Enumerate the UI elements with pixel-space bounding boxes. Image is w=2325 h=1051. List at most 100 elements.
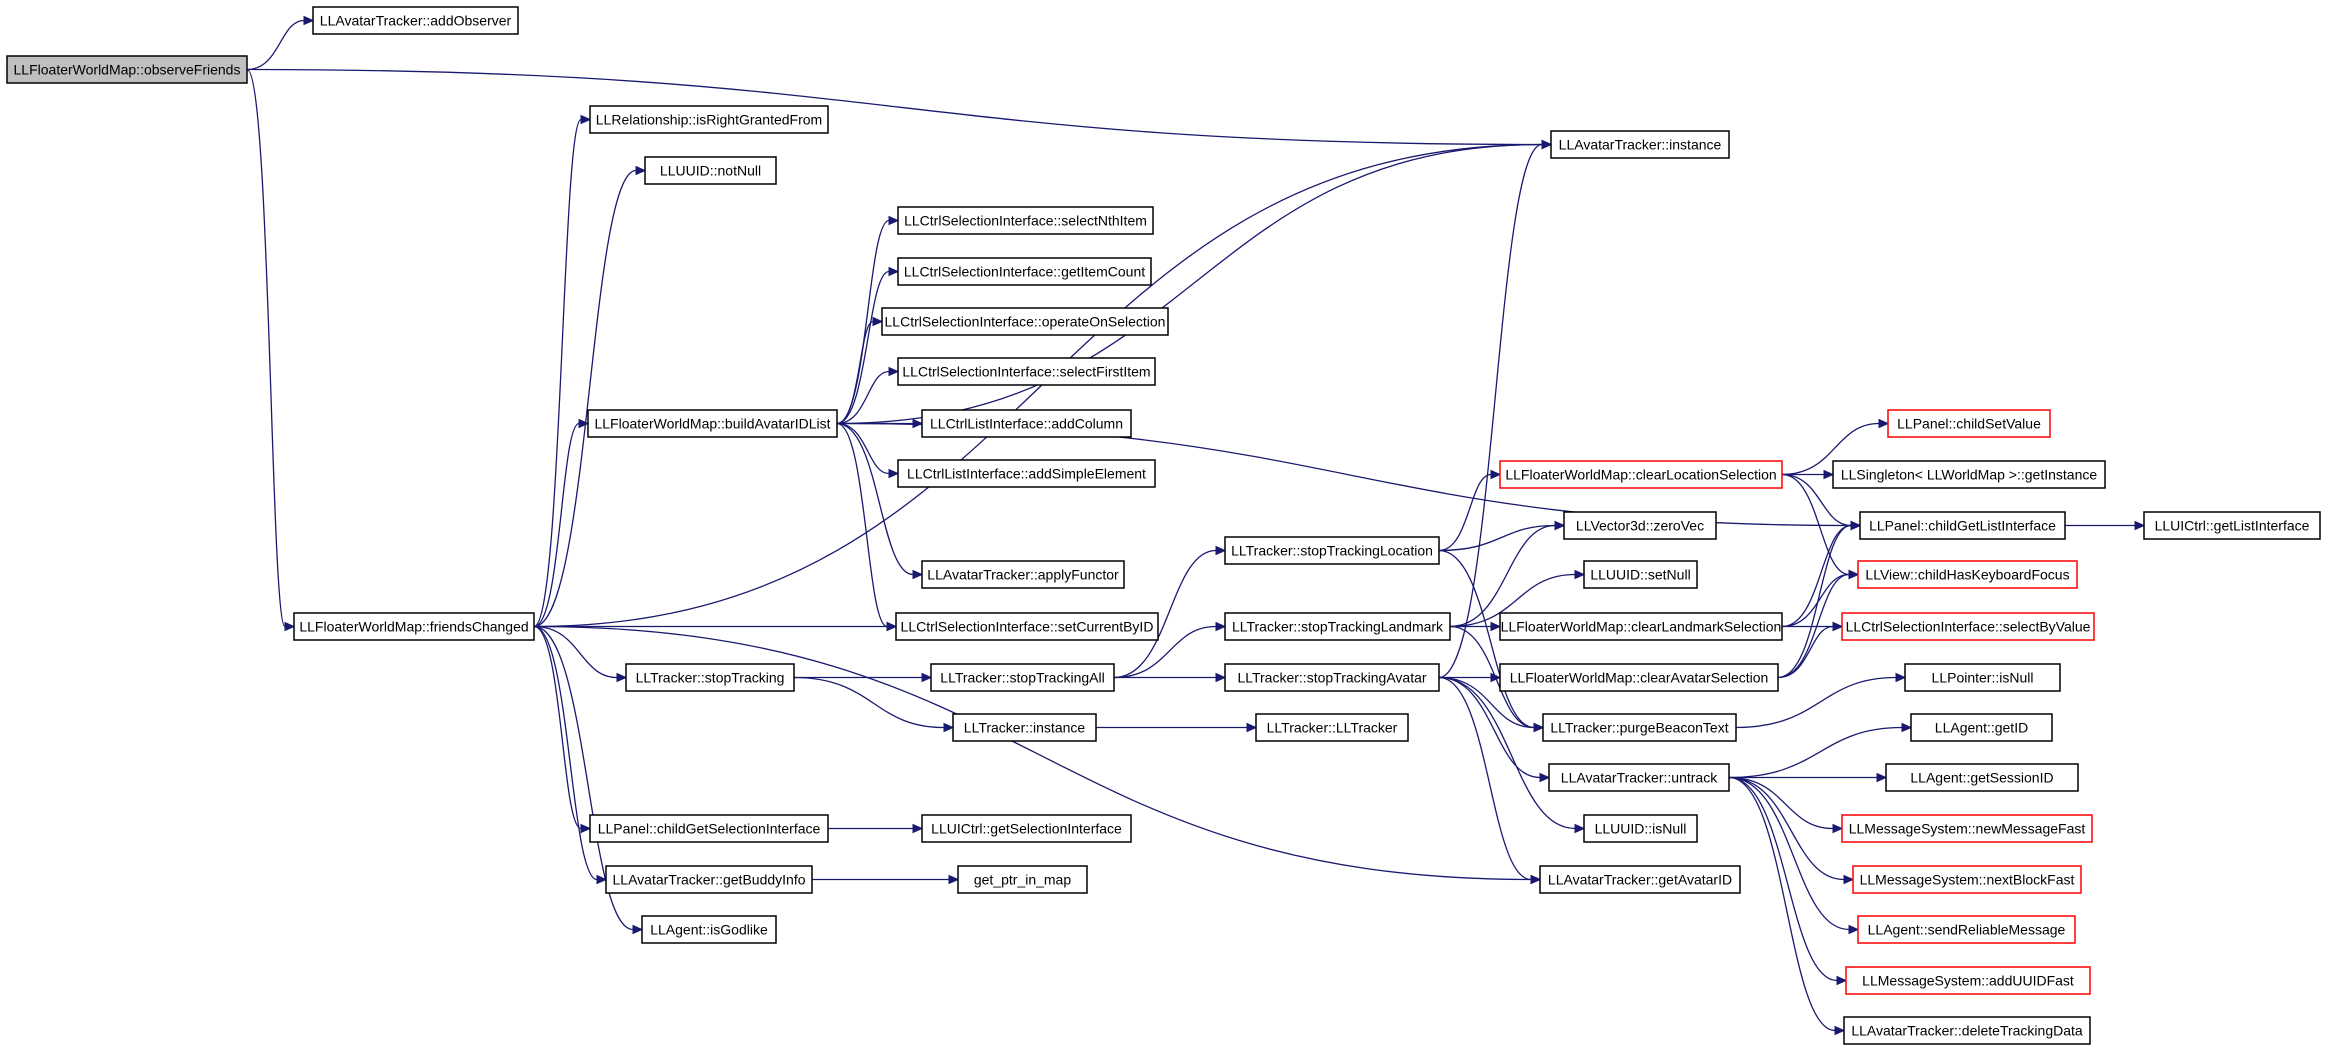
call-edge [1729,772,1888,783]
edge-line [1449,524,1556,628]
node-box [897,357,1156,386]
function-node[interactable]: LLVector3d::zeroVec [1563,511,1717,540]
edge-arrowhead [580,823,592,834]
edge-arrowhead [1832,823,1844,834]
edge-arrowhead [1215,545,1227,556]
edge-arrowhead [1850,520,1862,531]
call-edge [1113,621,1227,679]
node-label: get_ptr_in_map [974,872,1072,888]
node-box [921,814,1132,843]
function-node[interactable]: LLUUID::isNull [1583,814,1698,843]
node-label: LLVector3d::zeroVec [1576,518,1704,534]
function-node[interactable]: LLFloaterWorldMap::clearLandmarkSelectio… [1499,612,1783,641]
call-edge [246,68,296,632]
node-label: LLTracker::stopTrackingLandmark [1232,619,1444,635]
function-node[interactable]: LLUUID::notNull [644,156,777,185]
function-node[interactable]: LLCtrlSelectionInterface::operateOnSelec… [881,307,1169,336]
edge-line [1728,776,1850,931]
function-node[interactable]: LLFloaterWorldMap::clearLocationSelectio… [1499,460,1783,489]
function-node[interactable]: LLCtrlSelectionInterface::selectFirstIte… [897,357,1156,386]
function-node[interactable]: LLCtrlListInterface::addSimpleElement [897,459,1156,488]
node-label: LLPanel::childGetSelectionInterface [598,821,821,837]
node-box [1910,713,2053,742]
node-box [1843,1016,2091,1045]
function-node[interactable]: LLAgent::isGodlike [641,915,777,944]
call-edge [836,266,900,425]
edge-arrowhead [616,672,628,683]
function-node[interactable]: LLUICtrl::getSelectionInterface [921,814,1132,843]
call-edge [836,422,924,580]
node-label: LLAvatarTracker::getAvatarID [1548,872,1732,888]
node-box [921,409,1132,438]
function-node[interactable]: LLTracker::stopTracking [625,663,795,692]
edge-arrowhead [1215,672,1227,683]
edge-arrowhead [1490,469,1502,480]
function-node[interactable]: LLAgent::getSessionID [1885,763,2079,792]
function-node[interactable]: LLFloaterWorldMap::clearAvatarSelection [1499,663,1779,692]
node-box [897,257,1152,286]
function-node[interactable]: LLPanel::childGetListInterface [1859,511,2066,540]
call-edge [1449,520,1566,628]
function-node[interactable]: LLAgent::sendReliableMessage [1857,915,2076,944]
function-node[interactable]: LLTracker::stopTrackingLocation [1224,536,1440,565]
function-node[interactable]: LLMessageSystem::newMessageFast [1841,814,2093,843]
function-node[interactable]: LLTracker::stopTrackingLandmark [1224,612,1451,641]
node-box [1859,511,2066,540]
node-label: LLTracker::instance [964,720,1086,736]
function-node[interactable]: LLTracker::instance [952,713,1097,742]
function-node[interactable]: LLTracker::purgeBeaconText [1542,713,1737,742]
call-edge [533,625,608,885]
function-node[interactable]: LLCtrlSelectionInterface::selectByValue [1841,612,2095,641]
function-node[interactable]: LLCtrlSelectionInterface::selectNthItem [897,206,1154,235]
call-edge [533,625,644,935]
function-node[interactable]: LLCtrlListInterface::addColumn [921,409,1132,438]
call-edge [1096,722,1258,733]
node-box [1841,612,2095,641]
edge-arrowhead [1878,418,1890,429]
node-box [1841,814,2093,843]
function-node[interactable]: LLAvatarTracker::deleteTrackingData [1843,1016,2091,1045]
edge-line [533,169,637,628]
function-node[interactable]: LLTracker::stopTrackingAll [930,663,1115,692]
function-node[interactable]: LLFloaterWorldMap::buildAvatarIDList [587,409,838,438]
function-node[interactable]: LLUUID::setNull [1583,560,1698,589]
node-label: LLFloaterWorldMap::observeFriends [14,62,241,78]
edge-arrowhead [580,114,592,125]
function-node[interactable]: LLAvatarTracker::addObserver [312,6,519,35]
function-node[interactable]: LLPointer::isNull [1904,663,2061,692]
edge-arrowhead [1530,874,1542,885]
function-node[interactable]: LLAvatarTracker::instance [1550,130,1730,159]
edge-line [1113,625,1217,679]
function-node[interactable]: LLPanel::childGetSelectionInterface [589,814,829,843]
function-node[interactable]: LLMessageSystem::nextBlockFast [1852,865,2082,894]
edge-arrowhead [1848,924,1860,935]
function-node[interactable]: LLAgent::getID [1910,713,2053,742]
call-edge [836,316,884,425]
node-label: LLAgent::getID [1935,720,2028,736]
function-node[interactable]: LLCtrlSelectionInterface::getItemCount [897,257,1152,286]
function-node[interactable]: get_ptr_in_map [957,865,1088,894]
function-node[interactable]: LLAvatarTracker::applyFunctor [921,560,1125,589]
function-node[interactable]: LLTracker::LLTracker [1255,713,1409,742]
function-node[interactable]: LLAvatarTracker::getAvatarID [1539,865,1741,894]
function-node[interactable]: LLMessageSystem::addUUIDFast [1845,966,2091,995]
function-node[interactable]: LLRelationship::isRightGrantedFrom [589,105,829,134]
function-node[interactable]: LLSingleton< LLWorldMap >::getInstance [1832,460,2106,489]
edge-line [1113,549,1217,679]
edge-line [1777,524,1852,679]
function-node[interactable]: LLAvatarTracker::untrack [1548,763,1730,792]
function-node[interactable]: LLUICtrl::getListInterface [2143,511,2321,540]
edge-arrowhead [303,15,315,26]
function-node[interactable]: LLPanel::childSetValue [1887,409,2051,438]
function-node[interactable]: LLView::childHasKeyboardFocus [1857,560,2078,589]
function-node[interactable]: LLCtrlSelectionInterface::setCurrentByID [895,612,1159,641]
function-node[interactable]: LLFloaterWorldMap::observeFriends [6,55,248,84]
function-node[interactable]: LLAvatarTracker::getBuddyInfo [605,865,813,894]
node-label: LLCtrlSelectionInterface::operateOnSelec… [885,314,1166,330]
function-node[interactable]: LLFloaterWorldMap::friendsChanged [293,612,535,641]
call-edge [1438,469,1502,552]
function-node[interactable]: LLTracker::stopTrackingAvatar [1224,663,1440,692]
node-label: LLMessageSystem::nextBlockFast [1860,872,2075,888]
node-box [1548,763,1730,792]
node-box [1542,713,1737,742]
